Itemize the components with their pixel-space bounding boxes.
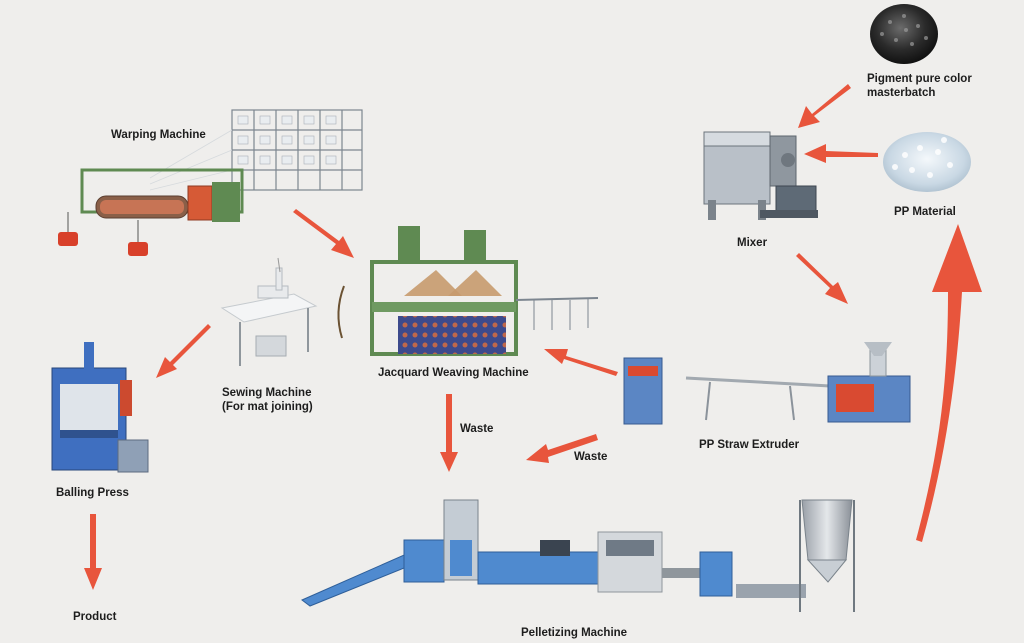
arrow-pelletizing-to-pp-material (916, 224, 982, 542)
warping-machine (58, 109, 363, 256)
balling-press (51, 342, 149, 473)
label-sewing-line2: (For mat joining) (222, 401, 313, 413)
arrow-pigment-to-mixer (798, 84, 851, 128)
arrow-extruder-to-jacquard (544, 349, 618, 376)
arrow-warping-to-jacquard (293, 209, 354, 258)
label-pp-straw-extruder: PP Straw Extruder (699, 439, 800, 451)
arrow-jacquard-waste (440, 394, 458, 472)
label-product: Product (73, 611, 117, 623)
arrow-pp-to-mixer (804, 144, 878, 163)
label-jacquard-weaving-machine: Jacquard Weaving Machine (378, 367, 529, 379)
label-sewing-machine: Sewing Machine (For mat joining) (222, 386, 313, 414)
jacquard-weaving-machine (337, 226, 599, 356)
pp-straw-extruder (623, 342, 911, 425)
label-waste-left: Waste (460, 423, 494, 435)
pp-material-granules (883, 132, 971, 192)
arrow-balling-to-product (84, 514, 102, 590)
label-pigment-line2: masterbatch (867, 87, 936, 99)
pigment-masterbatch-pile (870, 4, 938, 64)
label-pp-material: PP Material (894, 206, 956, 218)
arrow-mixer-to-extruder (796, 253, 848, 304)
sewing-machine (220, 257, 318, 366)
pelletizing-machine (301, 499, 855, 612)
arrow-extruder-waste (526, 434, 598, 463)
label-sewing-line1: Sewing Machine (222, 387, 312, 399)
mixer-machine (703, 131, 818, 220)
label-pigment-line1: Pigment pure color (867, 73, 972, 85)
label-balling-press: Balling Press (56, 487, 129, 499)
flow-arrows (84, 84, 982, 590)
label-pigment: Pigment pure color masterbatch (867, 72, 972, 100)
label-waste-right: Waste (574, 451, 608, 463)
label-pelletizing-machine: Pelletizing Machine (521, 627, 628, 639)
arrow-sewing-to-balling (156, 324, 211, 378)
label-warping-machine: Warping Machine (111, 129, 206, 141)
label-mixer: Mixer (737, 237, 768, 249)
